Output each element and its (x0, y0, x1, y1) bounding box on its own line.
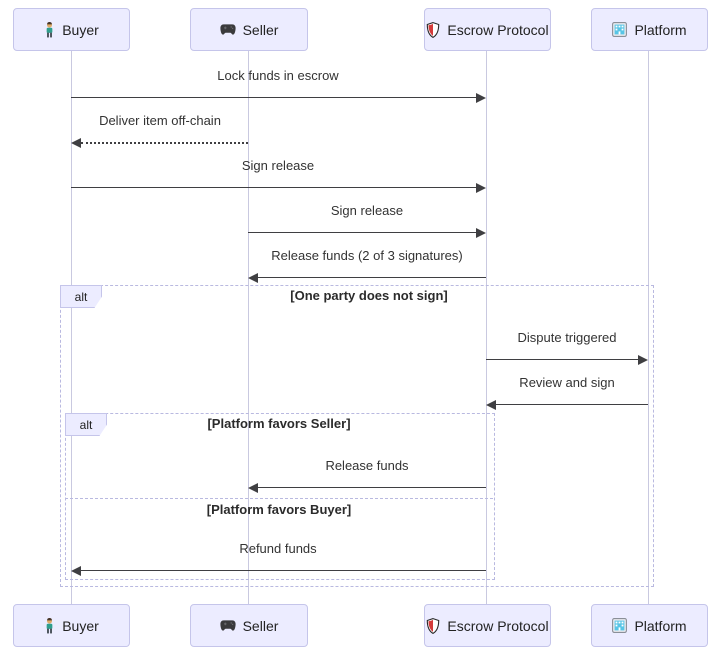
building-icon (612, 618, 628, 633)
msg-sign-release-seller-arrow (248, 232, 476, 233)
actor-label: Buyer (62, 617, 99, 634)
lifeline-escrow (486, 51, 487, 604)
msg-release-funds-sig-label: Release funds (2 of 3 signatures) (271, 248, 463, 263)
msg-sign-release-seller-label: Sign release (330, 203, 404, 218)
msg-deliver-item-label: Deliver item off-chain (99, 113, 221, 128)
alt-frame-inner-else-divider (65, 498, 493, 499)
alt-frame-inner-condition-2: [Platform favors Buyer] (206, 502, 352, 517)
alt-frame-outer (60, 285, 654, 587)
actor-label: Buyer (62, 21, 99, 38)
actor-platform-bottom: Platform (591, 604, 708, 647)
msg-sign-release-buyer-arrow (71, 187, 476, 188)
actor-label: Seller (242, 21, 279, 38)
actor-buyer-top: Buyer (13, 8, 130, 51)
game-controller-icon (219, 620, 236, 631)
shield-icon (426, 21, 440, 38)
alt-frame-outer-tab: alt (60, 285, 102, 308)
actor-platform-top: Platform (591, 8, 708, 51)
actor-label: Escrow Protocol (447, 617, 549, 634)
alt-frame-inner (65, 413, 495, 580)
alt-frame-outer-condition: [One party does not sign] (290, 288, 448, 303)
actor-label: Escrow Protocol (447, 21, 549, 38)
msg-review-sign-label: Review and sign (519, 375, 615, 390)
arrowhead-left-icon (248, 273, 258, 283)
msg-release-funds-arrow (258, 487, 486, 488)
msg-dispute-triggered-label: Dispute triggered (517, 330, 617, 345)
arrowhead-left-icon (71, 138, 81, 148)
actor-label: Platform (634, 21, 687, 38)
lifeline-buyer (71, 51, 72, 604)
arrowhead-right-icon (638, 355, 648, 365)
msg-refund-funds-arrow (81, 570, 486, 571)
arrowhead-right-icon (476, 93, 486, 103)
msg-release-funds-label: Release funds (325, 458, 409, 473)
actor-seller-bottom: Seller (190, 604, 308, 647)
arrowhead-right-icon (476, 183, 486, 193)
actor-seller-top: Seller (190, 8, 308, 51)
msg-dispute-triggered-arrow (486, 359, 638, 360)
msg-refund-funds-label: Refund funds (239, 541, 317, 556)
actor-label: Seller (242, 617, 279, 634)
actor-buyer-bottom: Buyer (13, 604, 130, 647)
actor-escrow-bottom: Escrow Protocol (424, 604, 551, 647)
shield-icon (426, 617, 440, 634)
building-icon (612, 22, 628, 37)
msg-lock-funds-label: Lock funds in escrow (217, 68, 339, 83)
arrowhead-right-icon (476, 228, 486, 238)
msg-lock-funds-arrow (71, 97, 476, 98)
game-controller-icon (219, 24, 236, 35)
alt-frame-inner-condition-1: [Platform favors Seller] (207, 416, 351, 431)
msg-review-sign-arrow (496, 404, 648, 405)
arrowhead-left-icon (248, 483, 258, 493)
actor-label: Platform (634, 617, 687, 634)
msg-release-funds-sig-arrow (258, 277, 486, 278)
arrowhead-left-icon (71, 566, 81, 576)
actor-escrow-top: Escrow Protocol (424, 8, 551, 51)
arrowhead-left-icon (486, 400, 496, 410)
alt-frame-inner-tab: alt (65, 413, 107, 436)
msg-sign-release-buyer-label: Sign release (241, 158, 315, 173)
lifeline-platform (648, 51, 649, 604)
msg-deliver-item-arrow (81, 142, 248, 144)
lifeline-seller (248, 51, 249, 604)
person-icon (44, 21, 55, 38)
person-icon (44, 617, 55, 634)
